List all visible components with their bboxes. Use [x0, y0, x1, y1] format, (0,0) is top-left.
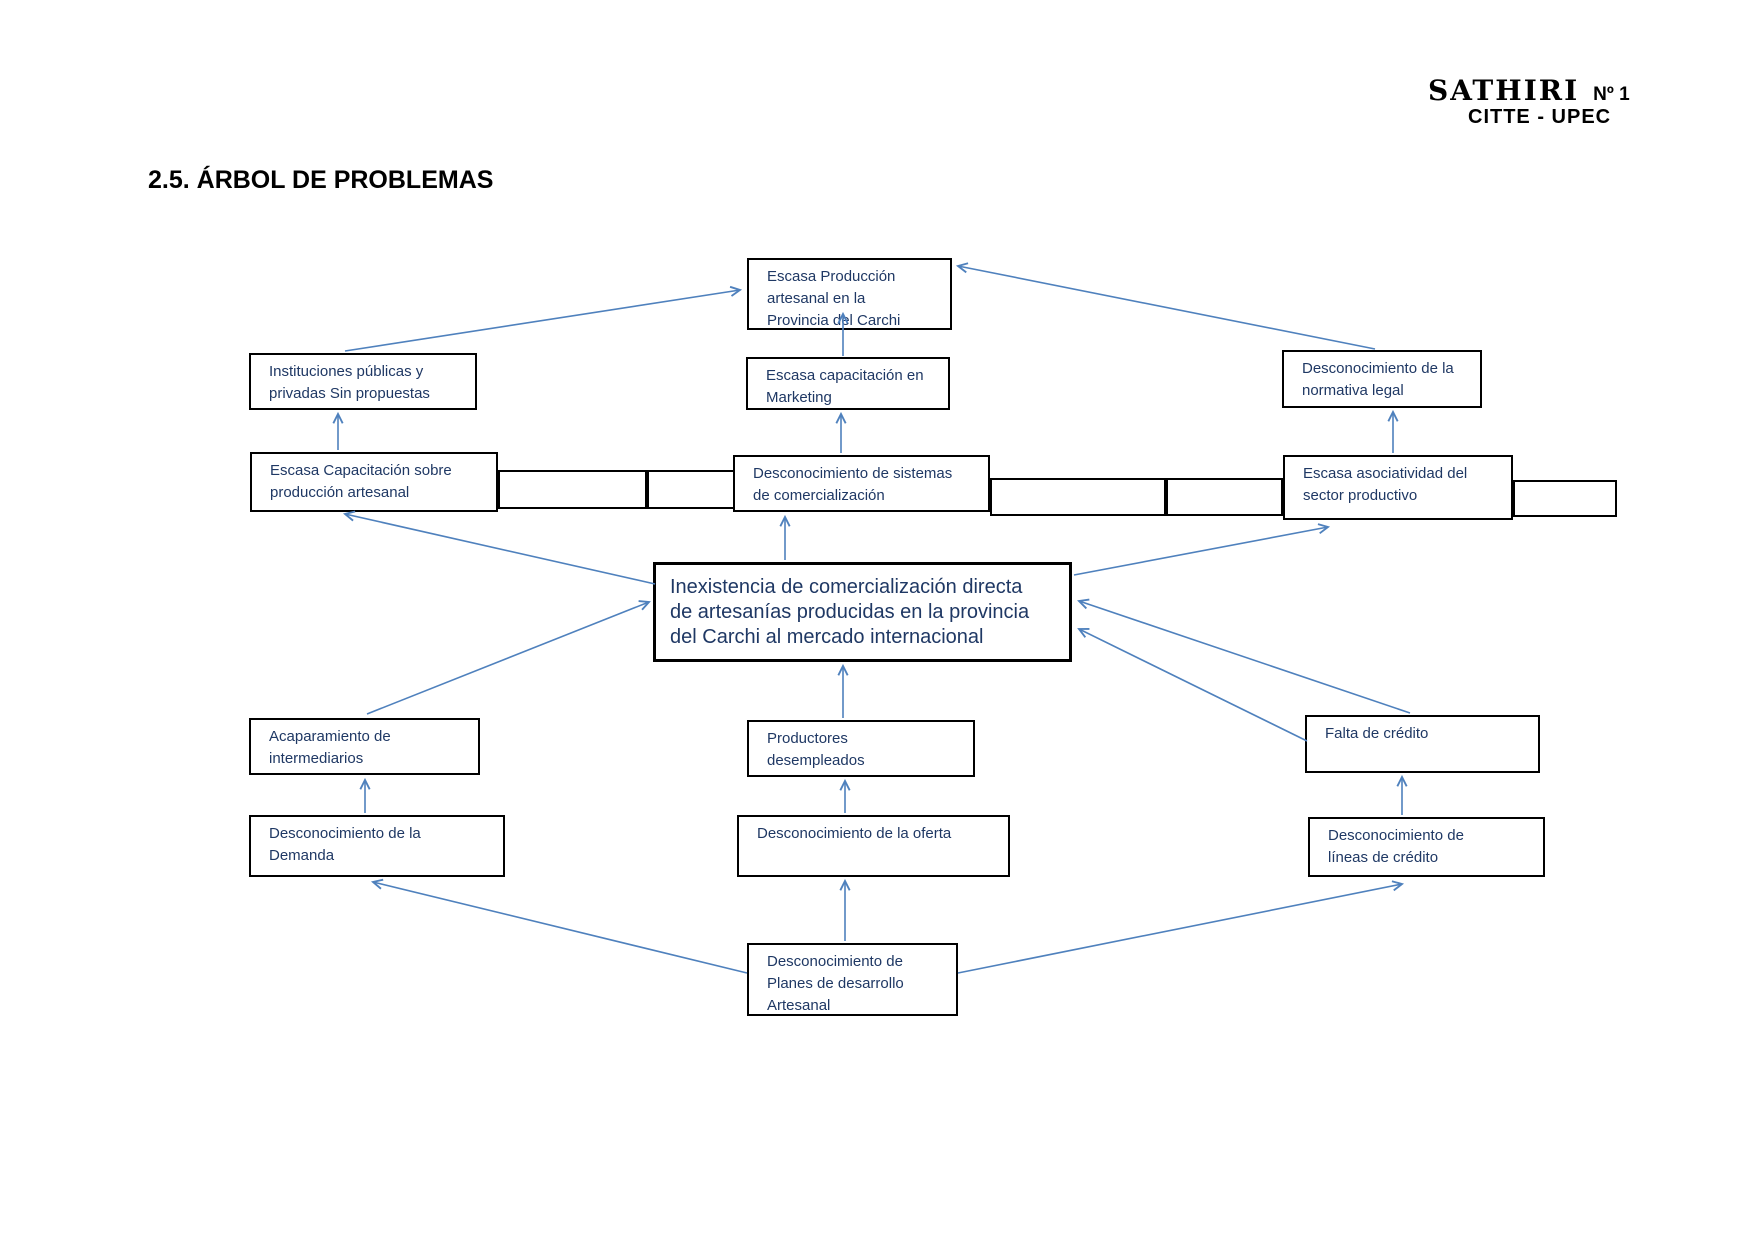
node-capacitacion-produccion: Escasa Capacitación sobre producción art…	[250, 452, 498, 512]
arrow-central-to-capacitacion	[342, 510, 656, 585]
arrow-normativa-to-top	[955, 262, 1376, 350]
page-header: SATHIRI Nº 1	[1428, 74, 1630, 107]
node-normativa-legal: Desconocimiento de la normativa legal	[1282, 350, 1482, 408]
node-asociatividad: Escasa asociatividad del sector producti…	[1283, 455, 1513, 520]
organization-name: CITTE - UPEC	[1468, 106, 1612, 128]
node-planes-desarrollo: Desconocimiento de Planes de desarrollo …	[747, 943, 958, 1016]
empty-cell	[647, 470, 738, 509]
node-sistemas-comercializacion: Desconocimiento de sistemas de comercial…	[733, 455, 990, 512]
node-falta-credito: Falta de crédito	[1305, 715, 1540, 773]
arrow-planes-to-lineas	[957, 880, 1405, 974]
node-desconocimiento-demanda: Desconocimiento de la Demanda	[249, 815, 505, 877]
arrow-instituciones-to-top	[344, 285, 743, 352]
arrow-acaparamiento-to-central	[366, 600, 651, 715]
arrow-planes-to-demanda	[370, 878, 748, 974]
node-productores: Productores desempleados	[747, 720, 975, 777]
arrow-falta-to-central-lower	[1077, 627, 1308, 742]
node-top-effect: Escasa Producción artesanal en la Provin…	[747, 258, 952, 330]
node-acaparamiento: Acaparamiento de intermediarios	[249, 718, 480, 775]
section-title: 2.5. ÁRBOL DE PROBLEMAS	[148, 166, 494, 194]
arrow-central-to-asociatividad	[1073, 523, 1331, 576]
node-instituciones: Instituciones públicas y privadas Sin pr…	[249, 353, 477, 410]
journal-issue: Nº 1	[1593, 84, 1630, 105]
node-marketing: Escasa capacitación en Marketing	[746, 357, 950, 410]
empty-cell	[1513, 480, 1617, 517]
node-lineas-credito: Desconocimiento de líneas de crédito	[1308, 817, 1545, 877]
empty-cell	[498, 470, 647, 509]
empty-cell	[1166, 478, 1283, 516]
node-desconocimiento-oferta: Desconocimiento de la oferta	[737, 815, 1010, 877]
journal-name: SATHIRI	[1428, 74, 1580, 107]
node-central-problem: Inexistencia de comercialización directa…	[653, 562, 1072, 662]
empty-cell	[990, 478, 1166, 516]
arrow-falta-to-central-upper	[1077, 598, 1411, 714]
